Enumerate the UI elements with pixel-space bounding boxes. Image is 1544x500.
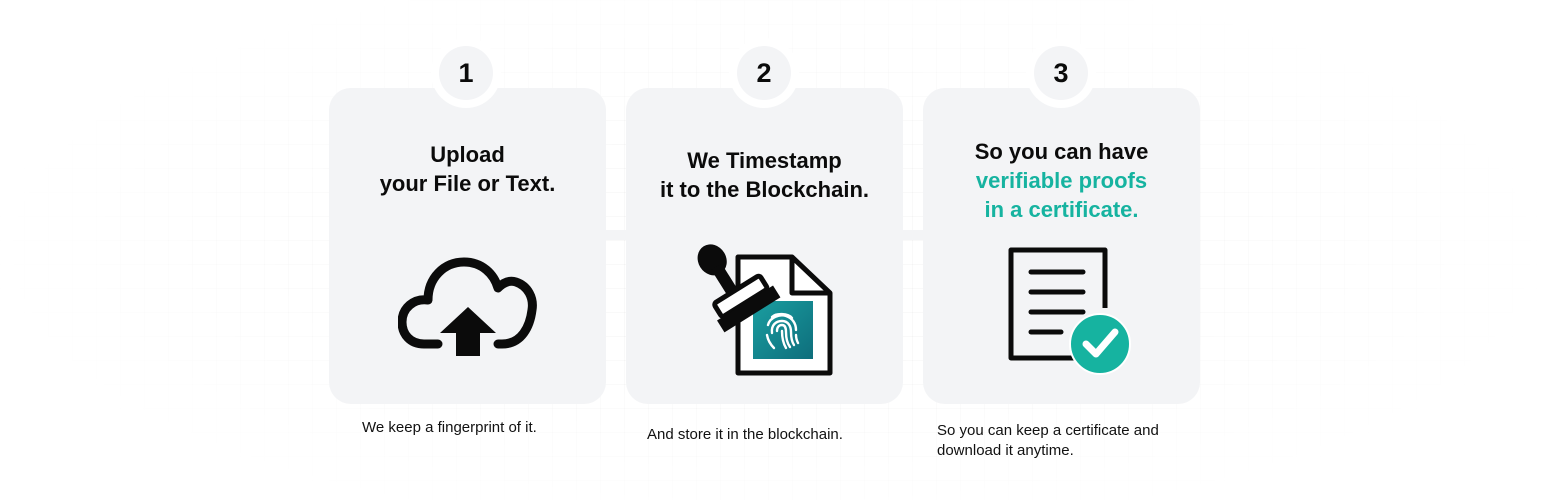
step-number: 3	[1034, 46, 1088, 100]
step-caption-line: So you can keep a certificate and	[937, 422, 1159, 439]
step-title: So you can have verifiable proofs in a c…	[923, 137, 1200, 224]
certificate-check-icon	[1008, 247, 1131, 375]
step-caption: So you can keep a certificate and downlo…	[937, 421, 1159, 461]
step-title-line: Upload	[430, 142, 505, 167]
step-number-badge: 3	[1026, 38, 1096, 108]
step-number-badge: 2	[729, 38, 799, 108]
step-caption: We keep a fingerprint of it.	[362, 418, 537, 438]
step-title-line: your File or Text.	[379, 171, 556, 196]
step-title-accent-line: in a certificate.	[984, 197, 1139, 222]
step-caption-line: We keep a fingerprint of it.	[362, 419, 537, 436]
step-title: Upload your File or Text.	[329, 140, 606, 198]
step-card: So you can have verifiable proofs in a c…	[923, 88, 1200, 404]
step-number-badge: 1	[431, 38, 501, 108]
step-card: Upload your File or Text.	[329, 88, 606, 404]
connector-1-2	[600, 230, 632, 240]
step-card: We Timestamp it to the Blockchain.	[626, 88, 903, 404]
step-title-line: it to the Blockchain.	[659, 177, 870, 202]
step-caption-line: download it anytime.	[937, 442, 1074, 459]
step-caption-line: And store it in the blockchain.	[647, 426, 843, 443]
cloud-upload-icon	[398, 257, 537, 356]
step-title-line: So you can have	[974, 139, 1149, 164]
step-number: 1	[439, 46, 493, 100]
step-number: 2	[737, 46, 791, 100]
stamp-document-icon	[697, 244, 833, 376]
step-title-accent-line: verifiable proofs	[975, 168, 1148, 193]
step-title-line: We Timestamp	[687, 148, 842, 173]
step-title: We Timestamp it to the Blockchain.	[626, 146, 903, 204]
step-caption: And store it in the blockchain.	[647, 425, 843, 445]
connector-2-3	[897, 230, 929, 240]
